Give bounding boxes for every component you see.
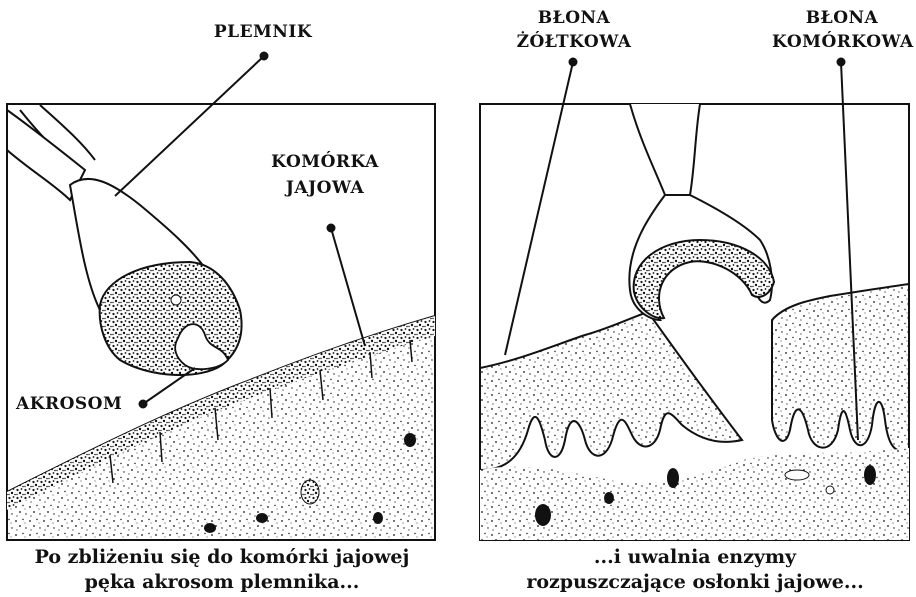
label-vitelline-line2: ŻÓŁTKOWA (512, 32, 636, 52)
label-vitelline-line1: BŁONA (512, 8, 636, 28)
caption-left: Po zbliżeniu się do komórki jajowej pęka… (7, 545, 437, 595)
caption-right-line1: ...i uwalnia enzymy (480, 545, 910, 570)
caption-left-line1: Po zbliżeniu się do komórki jajowej (7, 545, 437, 570)
label-sperm: PLEMNIK (204, 22, 322, 42)
label-cell-membrane-line2: KOMÓRKOWA (772, 32, 912, 52)
label-acrosome: AKROSOM (16, 394, 140, 414)
label-vitelline-membrane: BŁONA ŻÓŁTKOWA (512, 8, 636, 52)
label-cell-membrane: BŁONA KOMÓRKOWA (772, 8, 912, 52)
right-panel (480, 59, 909, 541)
caption-right: ...i uwalnia enzymy rozpuszczające osłon… (480, 545, 910, 595)
label-egg-cell-line1: KOMÓRKA (262, 152, 388, 172)
label-egg-cell: KOMÓRKA JAJOWA (262, 152, 388, 198)
label-egg-cell-line2: JAJOWA (262, 178, 388, 198)
caption-right-line2: rozpuszczające osłonki jajowe... (480, 570, 910, 595)
label-cell-membrane-line1: BŁONA (772, 8, 912, 28)
caption-left-line2: pęka akrosom plemnika... (7, 570, 437, 595)
left-panel (7, 53, 435, 541)
